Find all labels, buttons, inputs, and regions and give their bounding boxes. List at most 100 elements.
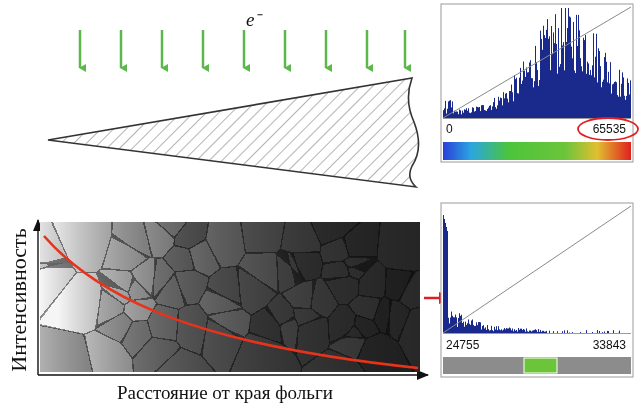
- histogram-bar: [546, 331, 547, 333]
- histogram-panel: [441, 4, 633, 162]
- histogram-bar: [459, 313, 460, 333]
- histogram-bar: [512, 329, 513, 333]
- histogram-bar: [557, 331, 558, 333]
- histogram-bar: [592, 65, 593, 118]
- histogram-bar: [538, 329, 539, 333]
- histogram-bar: [576, 15, 577, 118]
- histogram-bar: [488, 329, 489, 333]
- histogram-bar: [495, 107, 496, 118]
- histogram-bar: [517, 332, 518, 333]
- tick-value: 33843: [593, 338, 626, 352]
- histogram-bar: [466, 325, 467, 333]
- histogram-bar: [573, 22, 574, 118]
- histogram-bar: [516, 78, 517, 118]
- histogram-bar: [599, 51, 600, 118]
- histogram-bar: [478, 107, 479, 118]
- histogram-bar: [535, 46, 536, 118]
- histogram-bar: [532, 78, 533, 118]
- histogram-bar: [552, 54, 553, 118]
- histogram-bar: [516, 330, 517, 333]
- intensity-curve: [44, 236, 418, 368]
- histogram-bar: [584, 40, 585, 118]
- histogram-bar: [486, 330, 487, 333]
- histogram-bar: [603, 80, 604, 118]
- histogram-bar: [534, 81, 535, 118]
- histogram-bar: [453, 113, 454, 118]
- histogram-bar: [470, 113, 471, 118]
- histogram-baseline: [443, 333, 631, 334]
- histogram-bar: [604, 57, 605, 118]
- histogram-bar: [499, 101, 500, 118]
- histogram-bar: [498, 326, 499, 333]
- histogram-bar: [487, 325, 488, 333]
- highlight-ellipse: [578, 118, 638, 140]
- histogram-bar: [509, 91, 510, 118]
- histogram-bar: [447, 231, 448, 333]
- histogram-bar: [444, 219, 445, 333]
- histogram-bar: [612, 84, 613, 118]
- histogram-bar: [600, 66, 601, 118]
- histogram-bar: [530, 60, 531, 118]
- axis-title: Расстояние от края фольги: [117, 382, 333, 404]
- histogram-bar: [471, 112, 472, 118]
- histogram-bar: [494, 98, 495, 118]
- histogram-bar: [480, 322, 481, 333]
- histogram-bar: [499, 329, 500, 333]
- histogram-bar: [509, 327, 510, 333]
- histogram-bar: [561, 8, 562, 118]
- histogram-bar: [624, 96, 625, 118]
- histogram-bar: [617, 95, 618, 118]
- histogram-bar: [469, 113, 470, 118]
- histogram-bar: [496, 109, 497, 118]
- histogram-bar: [519, 78, 520, 118]
- histogram-bar: [541, 39, 542, 118]
- histogram-bar: [490, 330, 491, 333]
- histogram-bar: [445, 223, 446, 333]
- histogram-bar: [484, 110, 485, 118]
- histogram-bar: [458, 318, 459, 333]
- histogram-bar: [596, 34, 597, 118]
- histogram-bar: [601, 87, 602, 118]
- histogram-bar: [462, 111, 463, 118]
- histogram-bar: [460, 316, 461, 333]
- histogram-bar: [614, 82, 615, 118]
- histogram-bar: [613, 84, 614, 118]
- y-axis: [37, 220, 38, 375]
- histogram-bar: [469, 324, 470, 333]
- histogram-bar: [477, 325, 478, 333]
- histogram-bar: [579, 30, 580, 118]
- histogram-bar: [591, 75, 592, 118]
- histogram-bar: [448, 318, 449, 333]
- histogram-bar: [527, 331, 528, 333]
- histogram-bar: [525, 77, 526, 118]
- histogram-bar: [478, 322, 479, 333]
- histogram-bar: [553, 32, 554, 118]
- histogram-bar: [555, 14, 556, 118]
- histogram-bar: [459, 110, 460, 118]
- histogram-bar: [505, 329, 506, 333]
- histogram-bar: [628, 83, 629, 118]
- histogram-bar: [451, 312, 452, 333]
- histogram-bar: [583, 38, 584, 118]
- histogram-bar: [533, 87, 534, 118]
- x-axis: [38, 374, 428, 375]
- histogram-bar: [470, 325, 471, 333]
- histogram-bar: [483, 105, 484, 118]
- histogram-bar: [613, 330, 614, 333]
- histogram-bar: [473, 325, 474, 333]
- histogram-bar: [572, 58, 573, 118]
- histogram-bar: [554, 43, 555, 118]
- histogram-bar: [575, 73, 576, 118]
- histogram-bar: [493, 102, 494, 118]
- histogram-bar: [540, 31, 541, 118]
- histogram-bar: [558, 28, 559, 118]
- histogram-bar: [586, 330, 587, 333]
- histogram-bar: [523, 329, 524, 333]
- histogram-bar: [501, 329, 502, 333]
- histogram-bar: [449, 101, 450, 118]
- histogram-bar: [582, 71, 583, 118]
- histogram-bar: [547, 19, 548, 118]
- histogram-bar: [504, 328, 505, 333]
- histogram-bar: [450, 100, 451, 118]
- histogram-bar: [630, 80, 631, 118]
